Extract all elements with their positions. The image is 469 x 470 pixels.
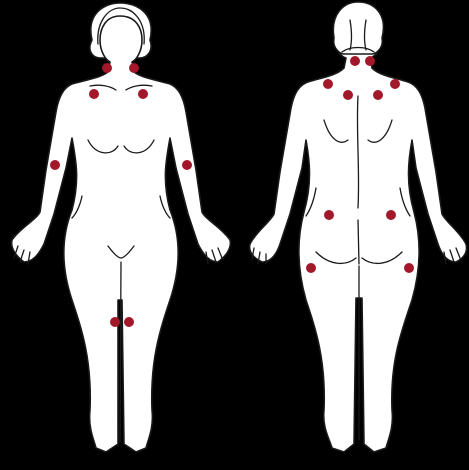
front-body (12, 16, 231, 452)
front-figure (12, 3, 231, 452)
back-tender-point-9 (306, 263, 316, 273)
front-tender-point-5 (50, 160, 60, 170)
front-tender-point-7 (110, 317, 120, 327)
front-tender-point-2 (129, 63, 139, 73)
front-tender-point-8 (124, 317, 134, 327)
back-tender-point-5 (343, 90, 353, 100)
back-hair (333, 2, 383, 54)
back-tender-point-7 (324, 210, 334, 220)
back-tender-point-10 (404, 263, 414, 273)
back-tender-point-1 (350, 56, 360, 66)
back-tender-point-3 (323, 79, 333, 89)
back-tender-point-6 (373, 90, 383, 100)
front-tender-point-3 (89, 89, 99, 99)
back-figure (250, 2, 467, 452)
back-tender-point-2 (365, 56, 375, 66)
front-tender-point-1 (102, 63, 112, 73)
back-tender-point-4 (390, 79, 400, 89)
front-tender-point-4 (138, 89, 148, 99)
back-tender-point-8 (386, 210, 396, 220)
front-tender-point-6 (182, 160, 192, 170)
